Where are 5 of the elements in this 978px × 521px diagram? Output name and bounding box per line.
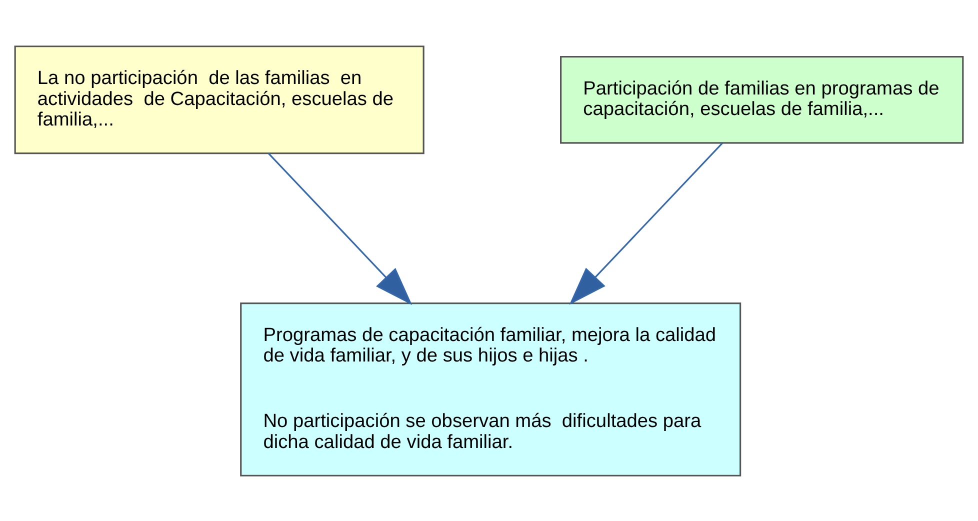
node-box: La no participación de las familias en actividades de Capacitación, escuelas de familia,...: [14, 45, 424, 154]
node-box: Participación de familias en programas de capacitación, escuelas de familia,...: [560, 55, 964, 144]
node-box: Programas de capacitación familiar, mejora la calidad de vida familiar, y de sus hijos e hijas . No participación se observan más dificultades para dicha calidad de vida familiar.: [240, 302, 742, 476]
arrow: [569, 142, 723, 304]
arrow: [268, 152, 412, 304]
